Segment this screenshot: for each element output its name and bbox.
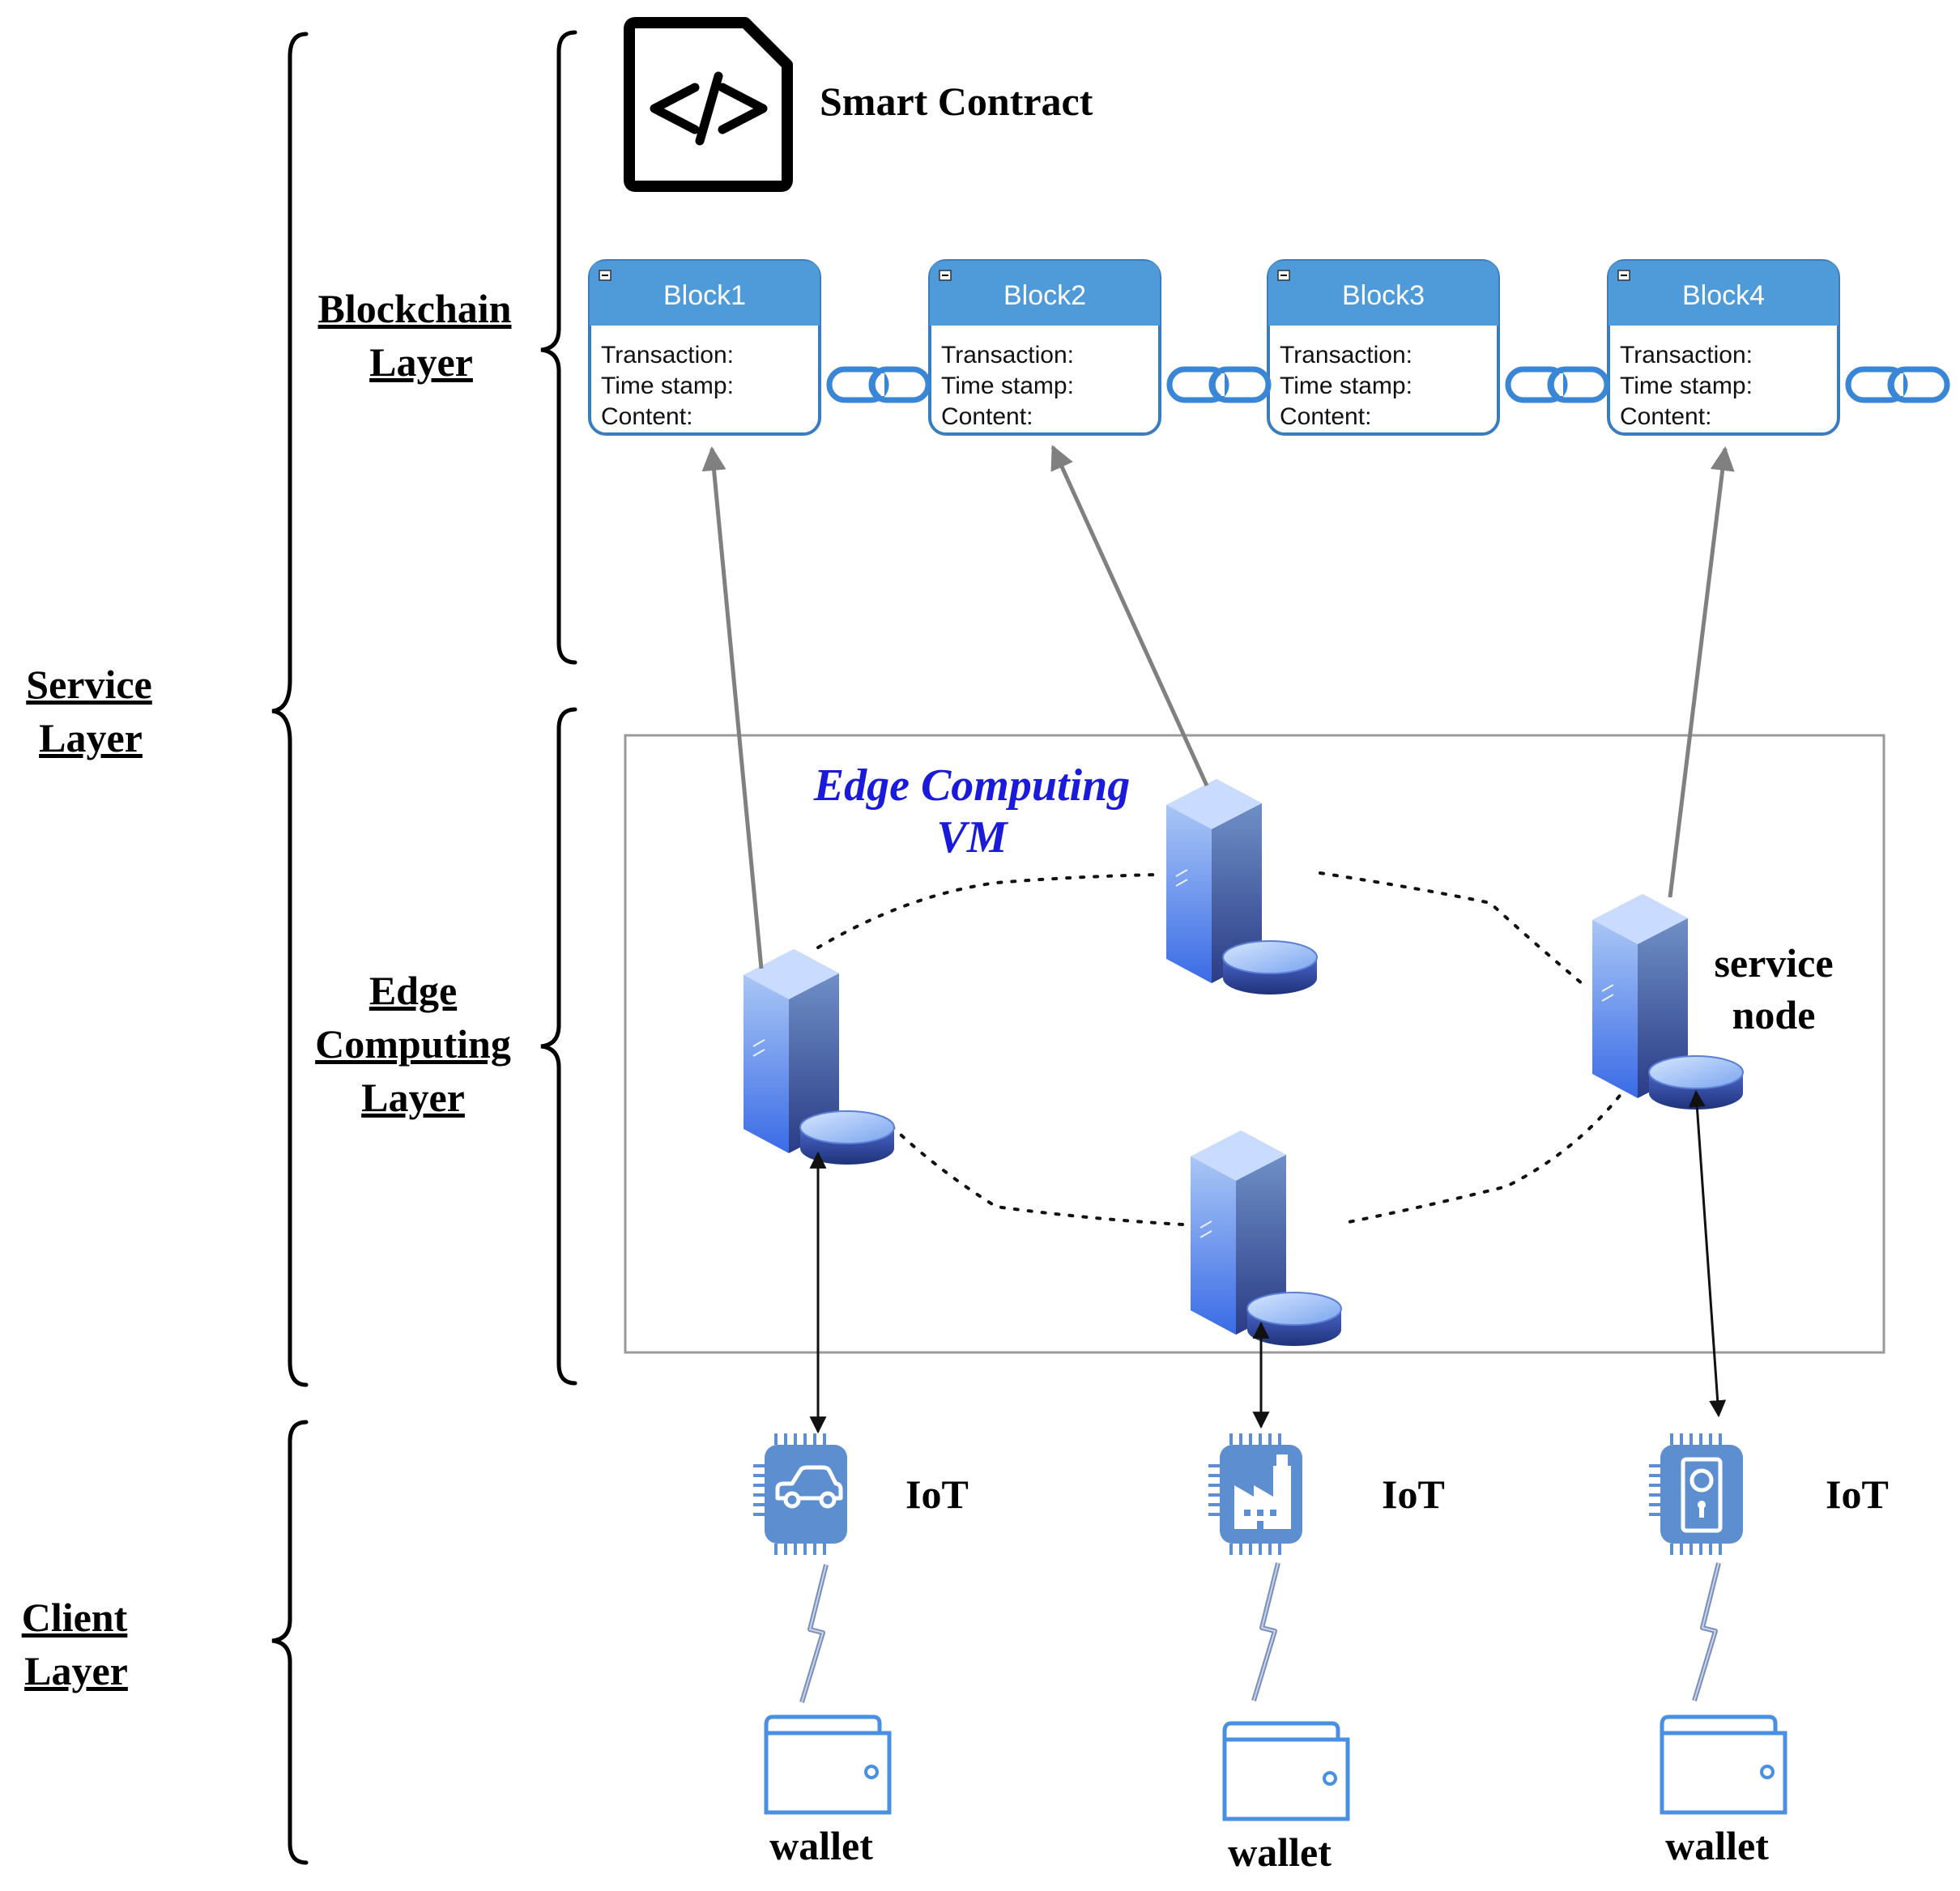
peer-connection [816, 871, 1630, 1226]
edge-layer-brace [540, 707, 577, 1386]
block-title: Block4 [1682, 280, 1765, 311]
block-title: Block3 [1342, 280, 1425, 311]
client-layer-label: Layer [24, 1648, 128, 1693]
service-node-label: service [1714, 940, 1833, 986]
edge-server-icon [1190, 1130, 1342, 1347]
client-layer-brace [271, 1420, 309, 1865]
edge-layer-label: Layer [361, 1075, 465, 1120]
lock-chip-icon [1647, 1432, 1745, 1557]
block-card: Block2 Transaction: Time stamp: Content: [928, 259, 1161, 436]
smart-contract-label: Smart Contract [820, 79, 1093, 124]
edge-vm-title: VM [936, 812, 1008, 862]
block-field: Content: [1620, 403, 1711, 430]
edge-layer-label: Edge [369, 968, 457, 1013]
blockchain-layer-brace [540, 30, 577, 665]
blockchain-layer-label: Layer [369, 339, 473, 385]
service-node-label: node [1732, 992, 1816, 1037]
block-field: Time stamp: [941, 373, 1074, 399]
service-node-icon [1591, 893, 1744, 1110]
iot-label: IoT [905, 1471, 969, 1517]
wallet-icon [1662, 1717, 1785, 1812]
record-arrow [701, 445, 1735, 969]
edge-server-icon [743, 948, 895, 1165]
block-title: Block2 [1003, 280, 1086, 311]
code-file-icon [624, 17, 793, 192]
service-layer-brace [271, 32, 309, 1387]
block-field: Time stamp: [1280, 373, 1412, 399]
block-field: Transaction: [1620, 342, 1753, 368]
wallet-icon [766, 1717, 889, 1812]
edge-vm-title: Edge Computing [813, 760, 1131, 811]
block-card: Block4 Transaction: Time stamp: Content: [1607, 259, 1840, 436]
block-field: Content: [601, 403, 692, 430]
iot-label: IoT [1826, 1471, 1889, 1517]
block-field: Time stamp: [1620, 373, 1753, 399]
wallet-label: wallet [1665, 1823, 1769, 1868]
chain-link-icon [1170, 369, 1268, 400]
edge-layer-label: Computing [315, 1021, 511, 1067]
blockchain-layer-label: Blockchain [318, 286, 512, 331]
chain-link-icon [1848, 369, 1947, 400]
wallet-icon [1225, 1723, 1348, 1819]
chain-link-icon [829, 369, 928, 400]
block-card: Block1 Transaction: Time stamp: Content: [588, 259, 821, 436]
wallet-label: wallet [769, 1823, 873, 1868]
block-field: Content: [1280, 403, 1371, 430]
service-layer-label: Service [26, 662, 151, 707]
wireless-icon [1694, 1563, 1719, 1701]
edge-server-icon [1165, 778, 1318, 995]
block-card: Block3 Transaction: Time stamp: Content: [1267, 259, 1500, 436]
wallet-label: wallet [1228, 1829, 1332, 1875]
car-chip-icon [752, 1432, 849, 1557]
block-title: Block1 [663, 280, 746, 311]
iot-link-arrow [809, 1089, 1727, 1434]
factory-chip-icon [1207, 1432, 1304, 1557]
block-field: Transaction: [941, 342, 1074, 368]
service-layer-label: Layer [39, 715, 143, 760]
iot-label: IoT [1382, 1471, 1445, 1517]
client-layer-label: Client [22, 1595, 128, 1640]
chain-link-icon [1508, 369, 1607, 400]
block-field: Time stamp: [601, 373, 734, 399]
block-field: Transaction: [601, 342, 734, 368]
wireless-icon [1254, 1563, 1278, 1701]
block-field: Content: [941, 403, 1033, 430]
block-field: Transaction: [1280, 342, 1412, 368]
wireless-icon [802, 1565, 826, 1702]
